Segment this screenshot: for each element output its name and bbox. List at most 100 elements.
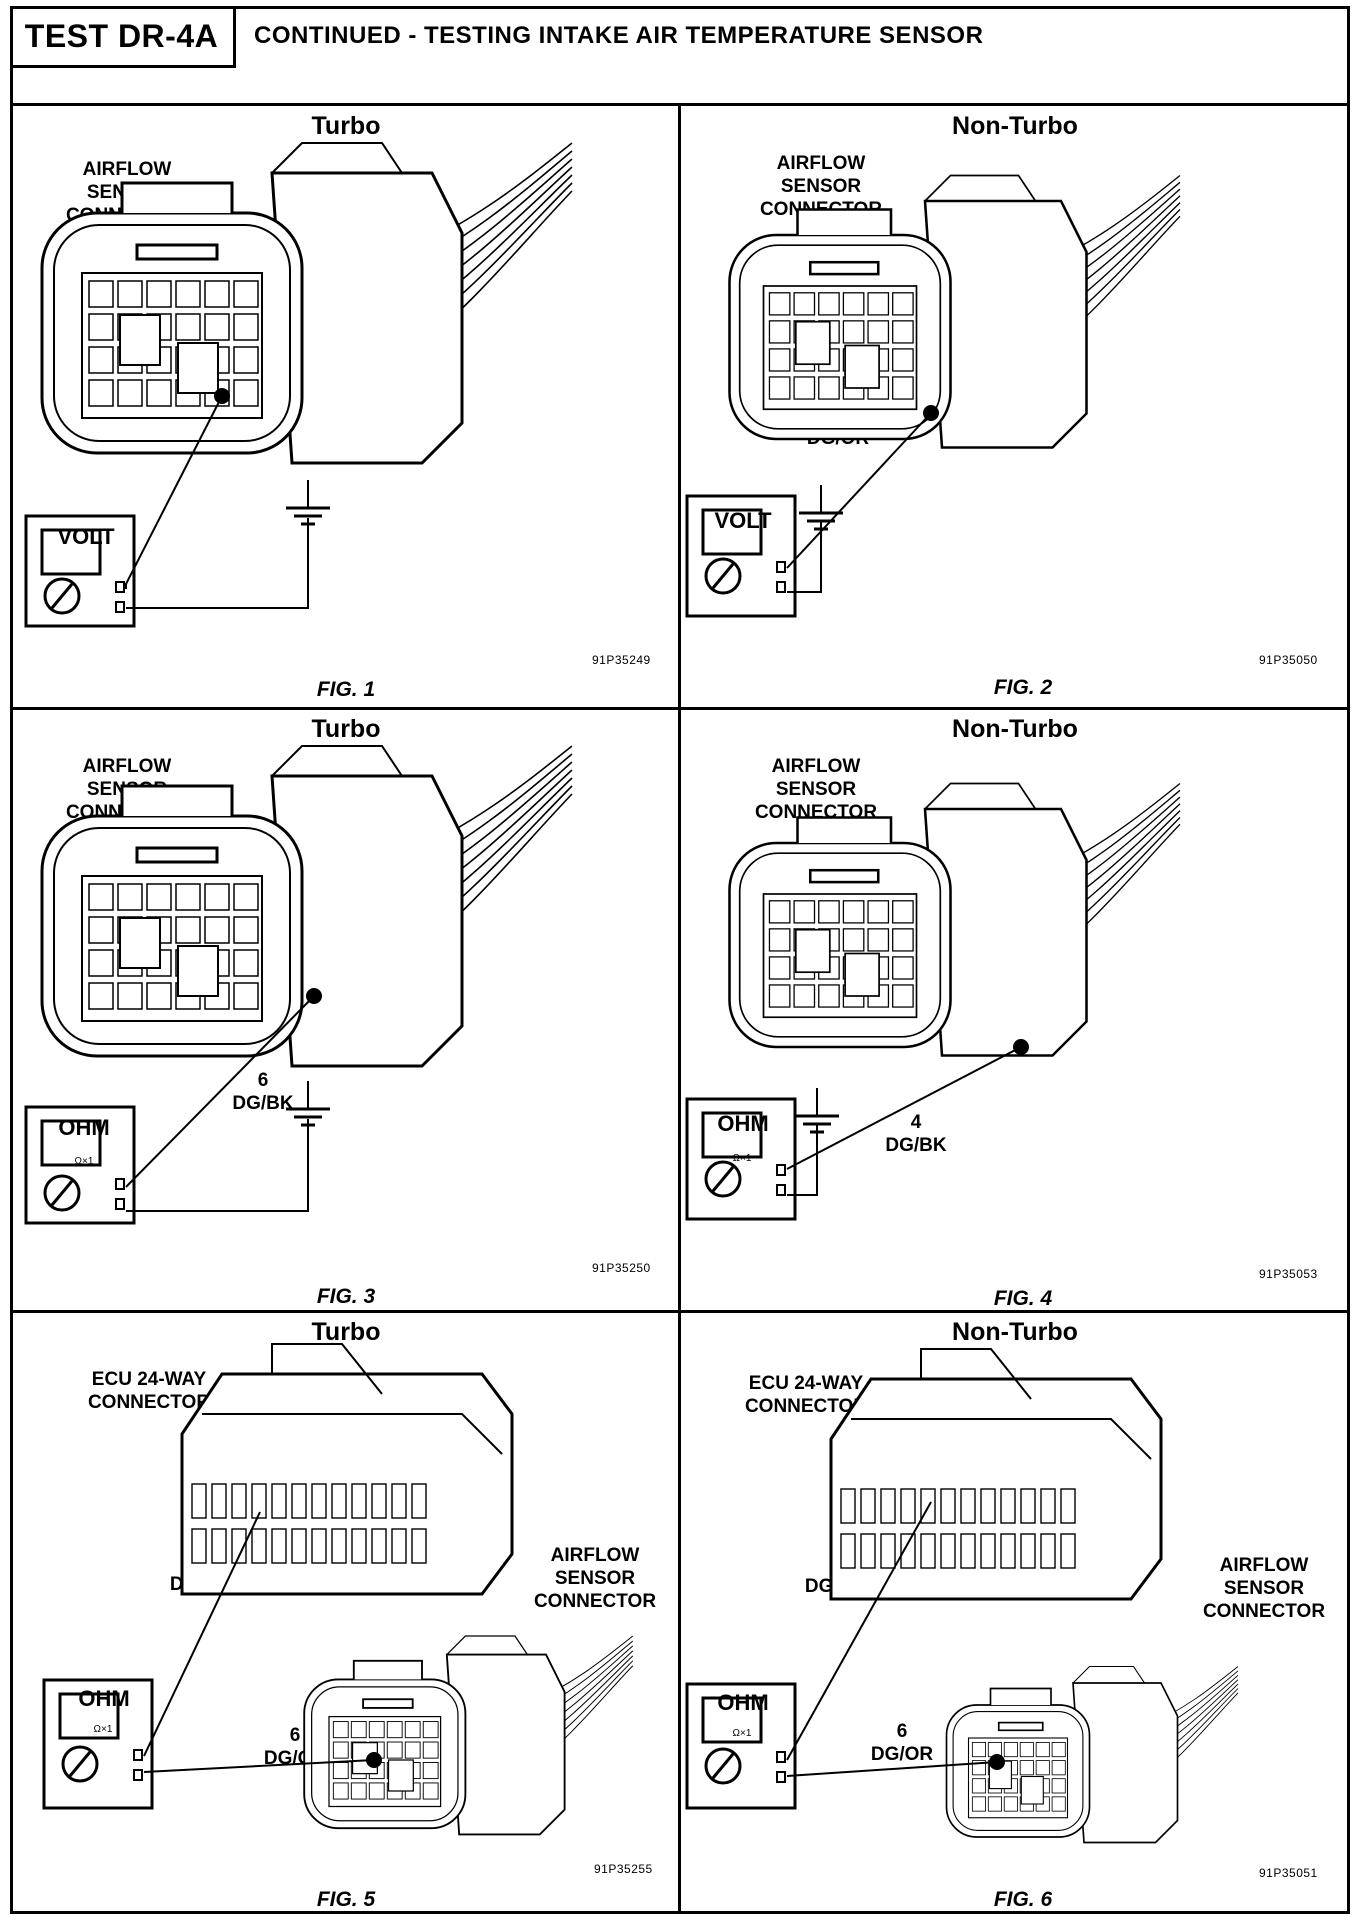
ecu-pin-cavity [900, 1488, 916, 1524]
ecu-pin-cavity [860, 1533, 876, 1569]
probe-tip [1013, 1039, 1029, 1055]
ecu-pin-cavity [1000, 1533, 1016, 1569]
probe-jack-positive [776, 1164, 786, 1176]
connector-face-inner [952, 1711, 1084, 1831]
pin-cavity [88, 949, 114, 977]
pin-cavity [204, 313, 230, 341]
test-lead [126, 518, 309, 609]
multimeter-display [701, 508, 763, 556]
pin-cavity [146, 982, 172, 1010]
probe-jack-positive [776, 1751, 786, 1763]
probe-jack-positive [776, 561, 786, 573]
probe-jack-negative [776, 1184, 786, 1196]
ecu-pin-cavity [960, 1533, 976, 1569]
ecu-latch [920, 1348, 1032, 1400]
airflow-sensor-connector [728, 782, 1181, 1057]
test-lead [143, 1511, 261, 1757]
latch-tab [135, 243, 219, 261]
pin-cavity [233, 883, 259, 911]
pin-cavity [117, 883, 143, 911]
pin-cavity [88, 313, 114, 341]
connector-top [271, 142, 403, 174]
range-label: Ω×1 [732, 1153, 752, 1164]
pin-cavity [987, 1796, 1002, 1812]
terminal-cavity [762, 285, 918, 411]
meter-display: VOLT [57, 524, 115, 549]
pin-cavity [1051, 1760, 1066, 1776]
connector-body [445, 1653, 566, 1836]
ecu-pin-cavity [251, 1483, 267, 1519]
connector-face-inner [738, 244, 942, 430]
figure-code: 91P35255 [594, 1862, 653, 1876]
pin-cavity [1035, 1760, 1050, 1776]
pin-cavity [1019, 1760, 1034, 1776]
meter-display: VOLT [714, 508, 772, 533]
terminal-block [119, 917, 161, 969]
terminal-block [177, 945, 219, 997]
pin-cavity [88, 379, 114, 407]
column-divider [678, 106, 681, 1914]
pin-cavity [146, 379, 172, 407]
ecu-pin-cavity [1000, 1488, 1016, 1524]
ecu-pin-cavity [391, 1483, 407, 1519]
pin-cavity [818, 984, 840, 1008]
pin-cavity [1003, 1741, 1018, 1758]
latch-tab [135, 846, 219, 864]
ecu-and-airflow-connector-diagram [42, 1343, 634, 1836]
figure-code: 91P35249 [592, 653, 651, 667]
latch-tab [808, 260, 880, 276]
ecu-pin-cavity [900, 1533, 916, 1569]
meter-display: OHM [717, 1690, 769, 1715]
airflow-sensor-connector [728, 174, 1181, 449]
figure-code: 91P35053 [1259, 1267, 1318, 1281]
variant-title: Turbo [311, 1318, 381, 1346]
terminal-block [844, 344, 880, 389]
pin-cavity [350, 1721, 367, 1739]
airflow-sensor-connector [40, 142, 573, 465]
pin-cavity [768, 984, 791, 1008]
multimeter-display [58, 1692, 120, 1740]
meter-display: OHM [78, 1686, 130, 1711]
airflow-sensor-connector [945, 1665, 1239, 1844]
connector-body [270, 171, 464, 465]
multimeter-display [701, 1696, 763, 1744]
ecu-pin-cavity [211, 1528, 227, 1564]
ecu-connector-label: ECU 24-WAY CONNECTOR [87, 1369, 211, 1413]
probe-jack-negative [133, 1769, 143, 1781]
test-header: TEST DR-4A CONTINUED - TESTING INTAKE AI… [10, 6, 1350, 106]
ecu-pin-cavity [880, 1488, 896, 1524]
pin-cavity [867, 928, 890, 952]
pin-cavity [1019, 1741, 1034, 1758]
figure-6: Non-Turbo ECU 24-WAY CONNECTOR 8DG/OR AI… [681, 1314, 1349, 1918]
pin-cavity [175, 883, 201, 911]
probe-tip [923, 405, 939, 421]
row-divider [10, 707, 1350, 710]
pin-cavity [971, 1796, 986, 1812]
figure-label: FIG. 2 [993, 676, 1053, 699]
pin-cavity [422, 1762, 439, 1780]
ecu-pin-cavity [191, 1528, 207, 1564]
test-lead [125, 395, 223, 589]
test-id: TEST DR-4A [10, 6, 236, 68]
pin-cavity [768, 348, 791, 372]
airflow-connector-diagram [685, 174, 1181, 618]
pin-cavity [204, 883, 230, 911]
connector-top [1072, 1665, 1145, 1684]
pin-cavity [233, 313, 259, 341]
pin-cavity [793, 376, 816, 400]
terminal-block [844, 952, 880, 997]
latch [120, 181, 234, 213]
connector-face-inner [738, 852, 942, 1038]
pin-cavity [842, 928, 865, 952]
pin-cavity [146, 280, 172, 308]
pin-cavity [422, 1741, 439, 1759]
pin-cavity [88, 916, 114, 944]
pin-cavity [204, 280, 230, 308]
pin-cavity [768, 956, 791, 980]
pin-cavity [892, 956, 914, 980]
pin-cavity [350, 1782, 367, 1800]
variant-title: Non-Turbo [952, 715, 1078, 743]
pin-cavity [1051, 1778, 1066, 1794]
ecu-24-way-connector [180, 1343, 514, 1596]
